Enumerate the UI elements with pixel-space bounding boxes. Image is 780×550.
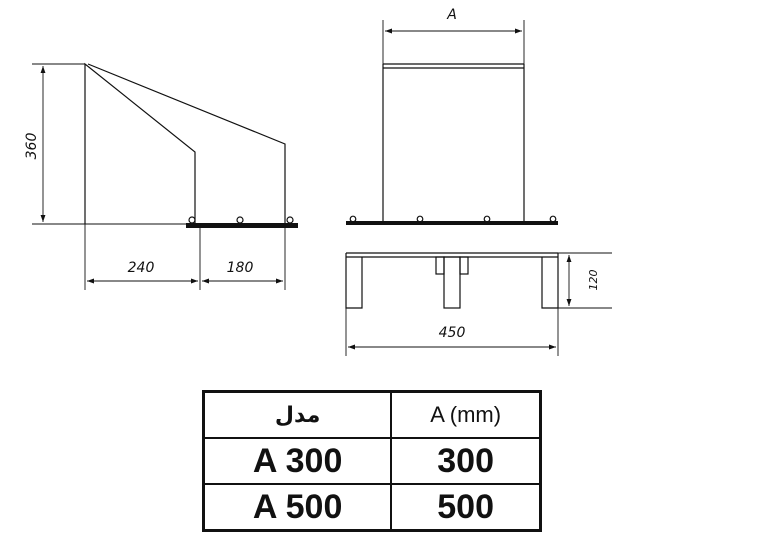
table-row: A 500 500 bbox=[202, 483, 542, 532]
front-view bbox=[346, 20, 558, 225]
cell-model: A 300 bbox=[202, 437, 393, 485]
cell-a: 300 bbox=[390, 437, 542, 485]
front-bolt-3 bbox=[483, 215, 491, 223]
hood-outline bbox=[84, 62, 196, 224]
dim-label-240: 240 bbox=[128, 260, 155, 276]
side-bolt-3 bbox=[286, 216, 294, 224]
model-spec-table: مدل A (mm) A 300 300 A 500 500 bbox=[202, 390, 542, 532]
dim-label-180: 180 bbox=[227, 260, 254, 276]
table-header-row: مدل A (mm) bbox=[202, 390, 542, 439]
side-base-plate bbox=[186, 223, 298, 228]
front-bolt-1 bbox=[349, 215, 357, 223]
dim-label-120: 120 bbox=[587, 270, 600, 291]
side-bolt-2 bbox=[236, 216, 244, 224]
technical-drawing: 360 240 180 A bbox=[24, 7, 612, 356]
bottom-view bbox=[345, 252, 612, 356]
cell-a: 500 bbox=[390, 483, 542, 532]
side-bolt-1 bbox=[188, 216, 196, 224]
table-row: A 300 300 bbox=[202, 437, 542, 485]
dim-label-a: A bbox=[446, 7, 457, 23]
hood-top-line bbox=[87, 63, 286, 224]
front-bolt-2 bbox=[416, 215, 424, 223]
dim-label-450: 450 bbox=[439, 325, 466, 341]
front-base-plate bbox=[346, 221, 558, 225]
header-model: مدل bbox=[202, 390, 393, 439]
side-view bbox=[32, 62, 298, 290]
header-a-mm: A (mm) bbox=[390, 390, 542, 439]
front-bolt-4 bbox=[549, 215, 557, 223]
cell-model: A 500 bbox=[202, 483, 393, 532]
dim-label-360: 360 bbox=[24, 133, 40, 160]
